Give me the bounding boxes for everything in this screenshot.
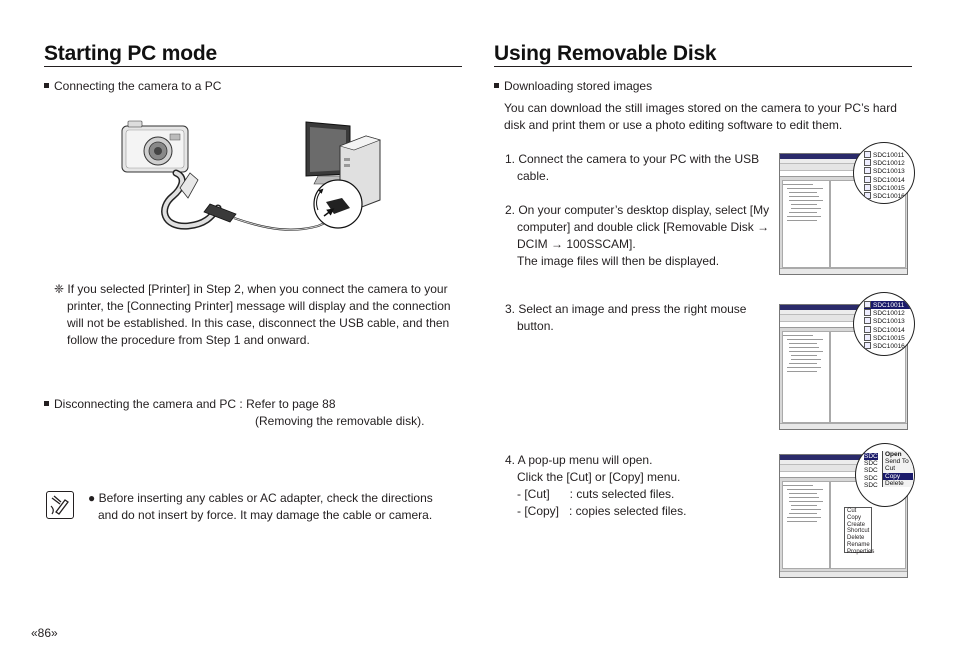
step-4-text: 4. A pop-up menu will open. [505,453,653,467]
file-list-zoom-2: SDC10011 SDC10012 SDC10013 SDC10014 SDC1… [853,292,915,356]
title-rule-left [44,66,462,67]
file-list-zoom-1: SDC10011 SDC10012 SDC10013 SDC10014 SDC1… [853,142,915,204]
explorer-screenshot-2 [779,304,908,430]
context-menu-zoom: SDC SDC SDC SDC SDC Open Send To Cut Cop… [855,443,915,507]
context-menu-small: Cut Copy Create Shortcut Delete Rename P… [844,507,874,555]
folder-tree-pane [782,481,830,569]
folder-tree-pane [782,331,830,423]
folder-tree-pane [782,180,830,268]
step-2-text: 2. On your computer’s desktop display, s… [505,203,770,251]
step-4-copy-desc: - [Copy] : copies selected files. [517,504,687,518]
printer-note: ❈ If you selected [Printer] in Step 2, w… [54,282,451,347]
popup-open-item: Open [885,451,902,458]
caution-note-icon [46,491,74,519]
pc-monitor-icon [305,121,351,185]
square-bullet-icon [494,83,499,88]
caution-text: ● Before inserting any cables or AC adap… [88,491,433,522]
disconnect-heading: Disconnecting the camera and PC : Refer … [44,396,336,413]
title-rule-right [494,66,912,67]
popup-sendto-item: Send To [885,458,909,466]
popup-delete-item: Delete [885,479,904,487]
camera-pc-connection-illustration [121,120,381,231]
square-bullet-icon [44,401,49,406]
square-bullet-icon [44,83,49,88]
selected-file-row: SDC10011 [864,301,914,310]
step-4-cut-desc: - [Cut] : cuts selected files. [517,487,675,501]
step-4-instruction: Click the [Cut] or [Copy] menu. [517,470,681,484]
step-1-text: 1. Connect the camera to your PC with th… [505,152,760,183]
page-title-left: Starting PC mode [44,42,217,65]
popup-copy-item: Copy [883,472,913,480]
camera-icon [121,120,189,173]
step-3-text: 3. Select an image and press the right m… [505,302,747,333]
download-heading: Downloading stored images [494,78,652,95]
popup-cut-item: Cut [885,465,896,473]
intro-text: You can download the still images stored… [504,101,897,132]
disconnect-reference: (Removing the removable disk). [255,414,425,428]
page-title-right: Using Removable Disk [494,42,717,65]
step-2-result: The image files will then be displayed. [517,254,720,268]
page-number: «86» [31,626,58,640]
connect-heading: Connecting the camera to a PC [44,78,221,95]
